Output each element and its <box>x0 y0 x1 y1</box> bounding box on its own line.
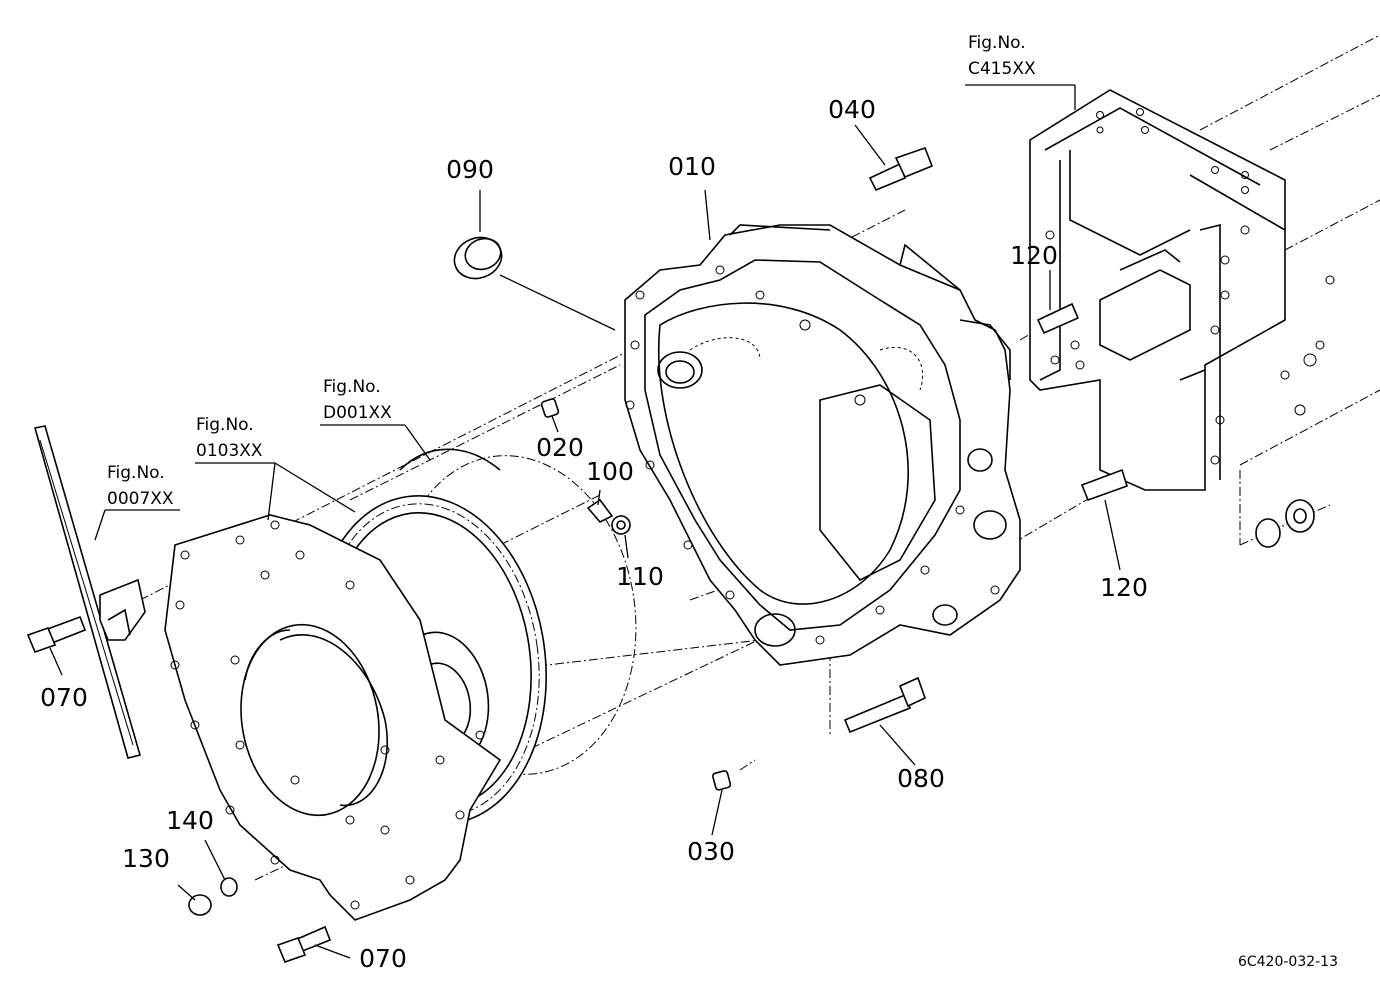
part-label-030: 030 <box>687 837 735 866</box>
small-parts <box>26 146 1315 964</box>
fig-ref-0103xx-label: Fig.No. <box>196 415 254 435</box>
part-label-120-bottom: 120 <box>1100 573 1148 602</box>
fig-ref-d001xx-label: Fig.No. <box>323 377 381 397</box>
part-label-110: 110 <box>616 562 664 591</box>
part-label-130: 130 <box>122 844 170 873</box>
fig-ref-d001xx-code: D001XX <box>323 403 392 423</box>
fig-ref-c415xx-code: C415XX <box>968 59 1036 79</box>
fig-ref-0103xx-code: 0103XX <box>196 441 263 461</box>
fig-ref-c415xx-label: Fig.No. <box>968 33 1026 53</box>
part-label-090: 090 <box>446 155 494 184</box>
part-label-070-left: 070 <box>40 683 88 712</box>
part-label-080: 080 <box>897 764 945 793</box>
figure-references: Fig.No. C415XX Fig.No. D001XX Fig.No. 01… <box>107 33 1036 509</box>
leader-lines <box>49 84 1121 959</box>
part-label-100: 100 <box>586 457 634 486</box>
back-plate <box>164 514 502 921</box>
part-label-070-bottom: 070 <box>359 944 407 973</box>
part-label-010: 010 <box>668 152 716 181</box>
dipstick-tube <box>33 425 146 759</box>
diagram-code: 6C420-032-13 <box>1238 954 1338 970</box>
part-labels: 010 020 030 040 070 070 080 090 100 110 … <box>40 95 1148 973</box>
part-label-040: 040 <box>828 95 876 124</box>
fig-ref-0007xx-code: 0007XX <box>107 489 174 509</box>
frame-assembly <box>1029 34 1380 491</box>
fig-ref-0007xx-label: Fig.No. <box>107 463 165 483</box>
part-label-140: 140 <box>166 806 214 835</box>
flywheel-housing <box>624 224 1021 666</box>
part-label-120-top: 120 <box>1010 241 1058 270</box>
part-label-020: 020 <box>536 433 584 462</box>
